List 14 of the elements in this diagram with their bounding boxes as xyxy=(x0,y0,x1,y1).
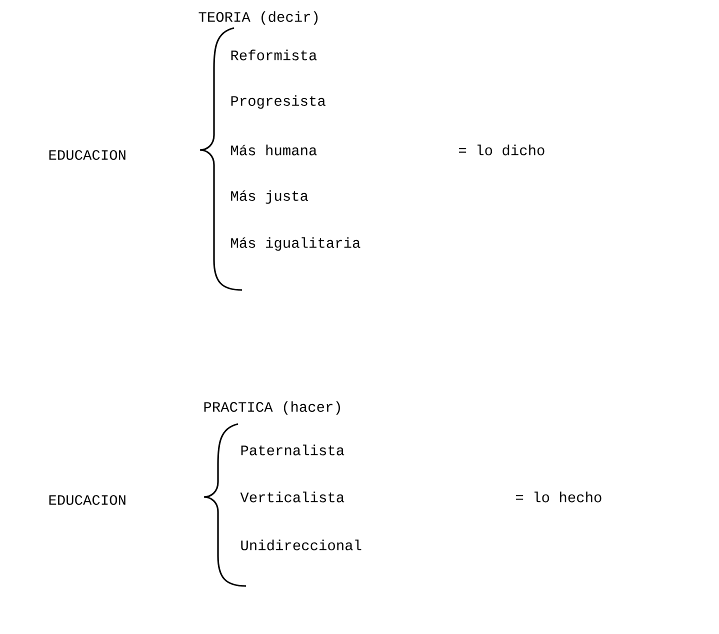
list-item: Más justa xyxy=(231,190,308,204)
equation-text: = lo hecho xyxy=(516,492,602,502)
list-item: Reformista xyxy=(231,50,317,60)
list-item: Paternalista xyxy=(241,444,344,456)
heading: TEORIA (decir) xyxy=(198,11,318,25)
list-item: Más humana xyxy=(231,144,317,156)
row-label: EDUCACION xyxy=(49,495,126,505)
list-item: Más igualitaria xyxy=(231,237,360,251)
list-item: Unidireccional xyxy=(241,540,362,550)
row-label: EDUCACION xyxy=(49,150,126,160)
equation-text: = lo dicho xyxy=(459,144,544,156)
list-item: Progresista xyxy=(231,95,326,109)
heading: PRACTICA (hacer) xyxy=(204,401,340,415)
list-item: Verticalista xyxy=(240,492,344,502)
